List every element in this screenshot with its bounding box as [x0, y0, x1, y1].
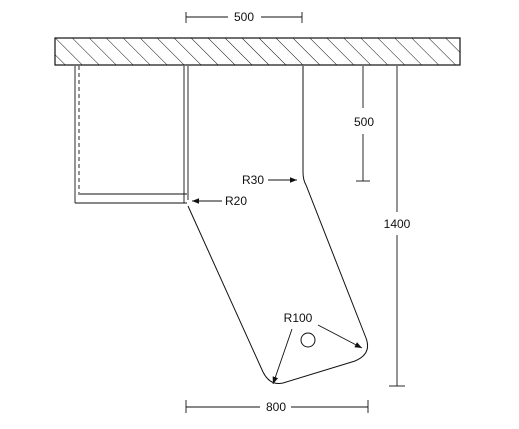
vertical-short-dimension: 500 [354, 66, 374, 182]
r30-label: R30 [242, 173, 264, 187]
r100-label: R100 [284, 311, 313, 325]
retracted-position [74, 66, 187, 204]
vertical-short-label: 500 [354, 115, 374, 129]
ceiling-mount [54, 37, 461, 66]
swing-arm [187, 66, 369, 384]
vertical-long-dimension: 1400 [384, 66, 411, 387]
pivot-hole [300, 332, 316, 348]
bottom-dimension: 800 [185, 400, 369, 414]
r20-callout: R20 [192, 194, 247, 208]
bottom-dimension-label: 800 [266, 400, 286, 414]
top-dimension: 500 [185, 10, 303, 24]
r100-callout: R100 [272, 311, 363, 385]
r30-callout: R30 [242, 173, 297, 187]
vertical-long-label: 1400 [384, 217, 411, 231]
r20-label: R20 [225, 194, 247, 208]
top-dimension-label: 500 [234, 10, 254, 24]
mount-column [183, 66, 189, 203]
